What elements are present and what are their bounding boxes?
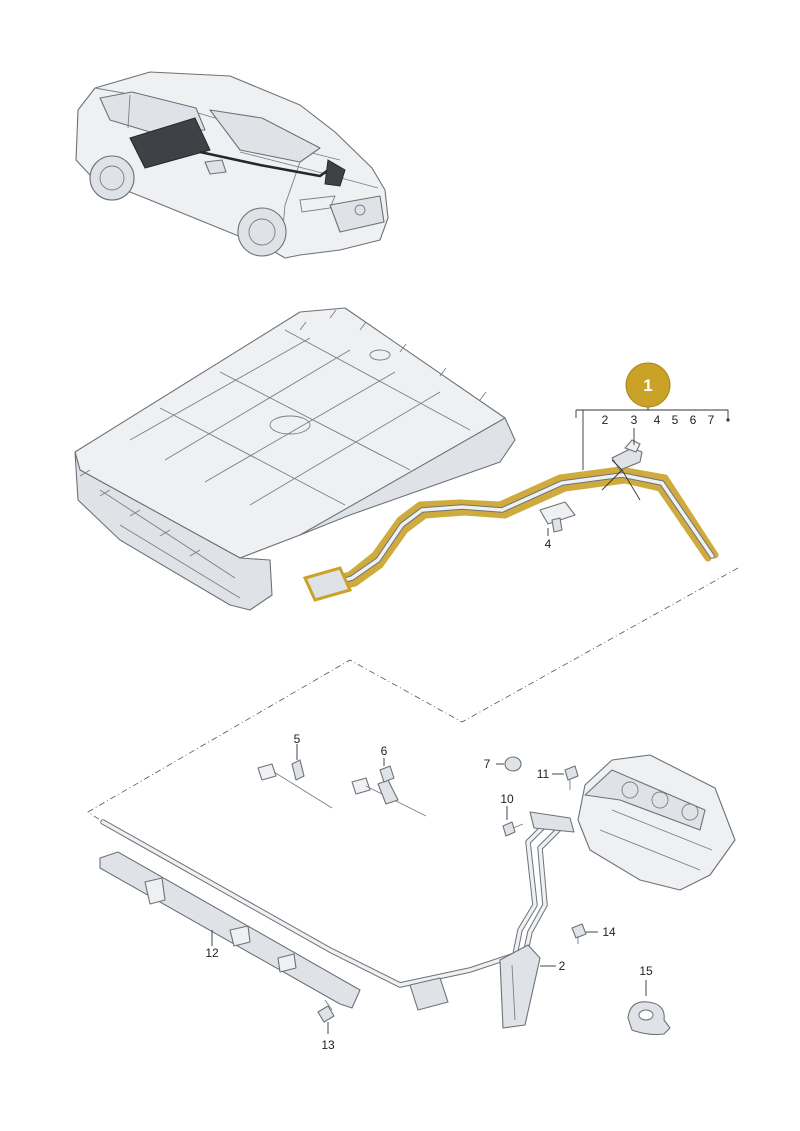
callout-1-number: 1: [643, 376, 652, 395]
bracket-part-4: [539, 501, 576, 533]
callout-1: 1: [625, 362, 671, 408]
electronics-unit: [577, 754, 736, 891]
bracket-number-7: 7: [708, 413, 715, 427]
battery-pack: [74, 307, 516, 611]
coolant-pipes: [512, 811, 575, 958]
svg-text:7: 7: [484, 757, 491, 771]
clip-part-14: 14: [571, 923, 616, 944]
bolt-part-10: 10: [500, 792, 524, 837]
bracket-number-6: 6: [690, 413, 697, 427]
svg-text:15: 15: [639, 964, 653, 978]
svg-text:11: 11: [537, 767, 550, 781]
svg-text:6: 6: [381, 744, 388, 758]
svg-text:5: 5: [294, 732, 301, 746]
svg-text:12: 12: [205, 946, 219, 960]
hv-cable-part-1: [302, 466, 719, 602]
tape-roll-part-15: 15: [627, 964, 671, 1036]
svg-text:2: 2: [559, 959, 566, 973]
cable-tie-part-6: 6: [351, 744, 427, 817]
svg-text:14: 14: [602, 925, 616, 939]
svg-text:4: 4: [545, 537, 552, 551]
assembly-boundary: [87, 567, 739, 821]
cable-harness-part-12: 12: [99, 819, 518, 1011]
label-4: 4: [545, 528, 552, 551]
bracket-number-4: 4: [654, 413, 661, 427]
svg-text:10: 10: [500, 792, 514, 806]
svg-text:13: 13: [321, 1038, 335, 1052]
cable-tie-part-5: 5: [257, 732, 333, 809]
bolt-part-11: 11: [537, 765, 579, 790]
bracket-part-2: 2: [499, 944, 566, 1029]
sub-part-bracket: 2 3 4 5 6 7: [575, 407, 730, 501]
car-illustration: [75, 71, 389, 259]
grommet-part-7: 7: [484, 756, 522, 772]
bracket-number-2: 2: [602, 413, 609, 427]
bracket-part-3: [611, 439, 643, 471]
bracket-number-5: 5: [672, 413, 679, 427]
clip-part-13: 13: [317, 999, 335, 1052]
bracket-number-3: 3: [631, 413, 638, 427]
